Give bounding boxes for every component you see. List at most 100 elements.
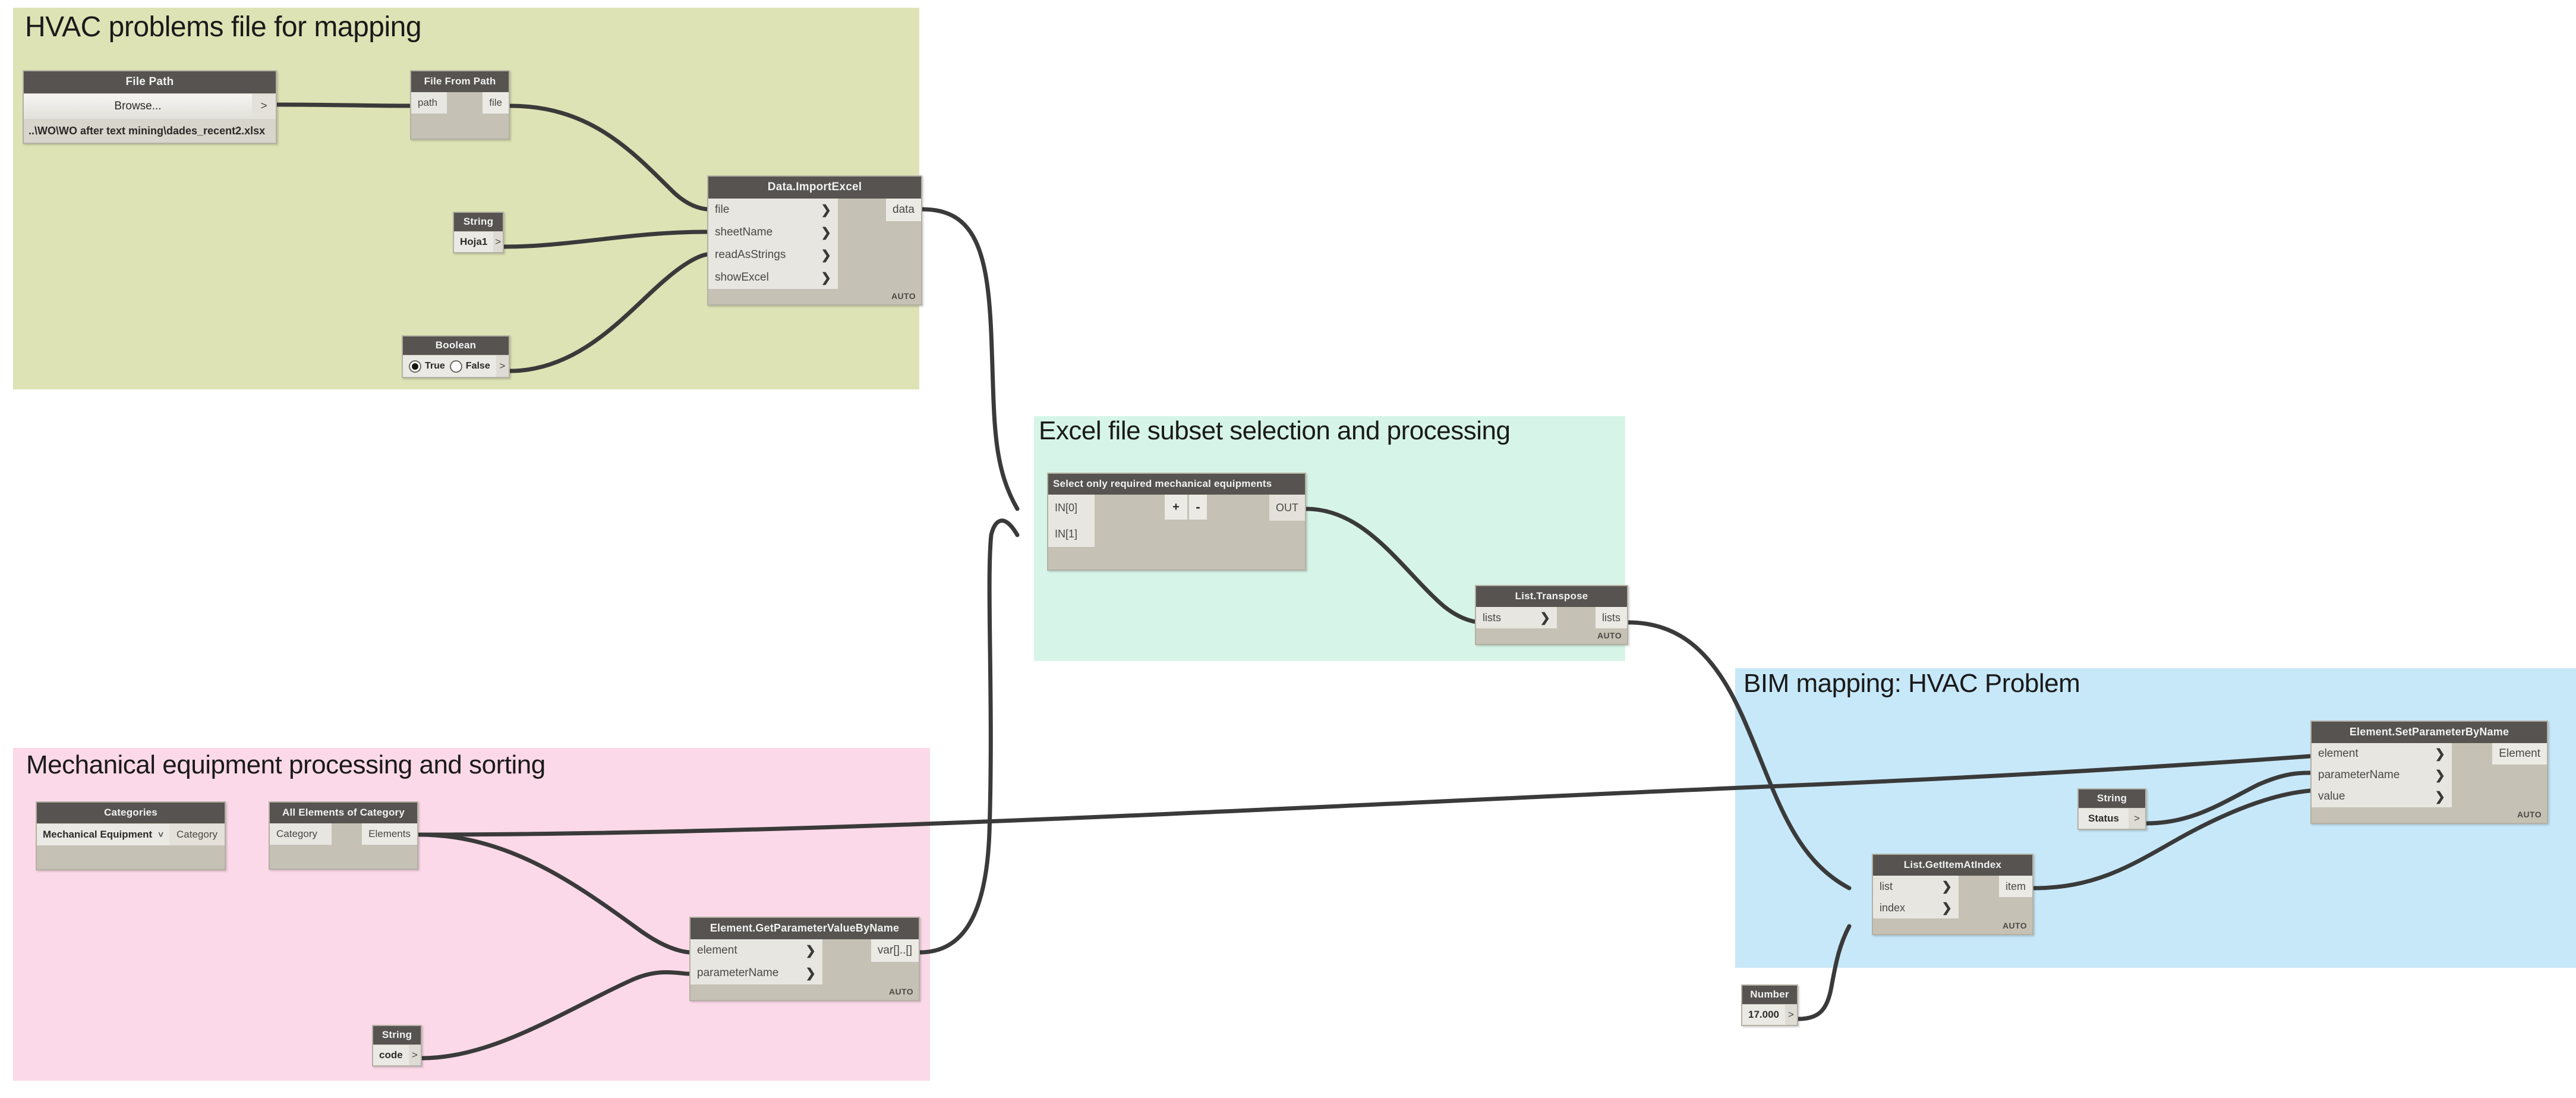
node-footer-auto: AUTO (2002, 921, 2027, 930)
port-out-data[interactable]: data (886, 199, 921, 221)
boolean-true-label: True (425, 361, 445, 371)
group-title-excel-subset: Excel file subset selection and processi… (1039, 416, 1511, 445)
port-in-readasstrings[interactable]: readAsStrings ❯ (708, 244, 838, 266)
chevron-right-icon: ❯ (2435, 747, 2445, 761)
radio-true-icon[interactable] (409, 360, 421, 373)
group-title-mech-equipment: Mechanical equipment processing and sort… (26, 750, 546, 779)
node-string-status[interactable]: String Status > (2077, 788, 2146, 830)
port-out-item[interactable]: item (1998, 876, 2032, 897)
chevron-right-icon: ❯ (821, 248, 831, 262)
string-code-output-port[interactable]: > (408, 1045, 421, 1065)
node-list-getitematindex[interactable]: List.GetItemAtIndex list ❯ item index ❯ … (1872, 854, 2033, 935)
port-in-list[interactable]: list ❯ (1873, 876, 1959, 897)
node-title-file-path: File Path (24, 71, 276, 93)
node-string-sheetname[interactable]: String Hoja1 > (453, 212, 504, 253)
string-sheetname-output-port[interactable]: > (493, 232, 503, 252)
node-string-code[interactable]: String code > (372, 1025, 422, 1066)
node-title-categories: Categories (37, 803, 225, 823)
node-boolean[interactable]: Boolean True False > (402, 335, 510, 378)
port-in-index[interactable]: index ❯ (1873, 897, 1959, 918)
port-in-file-label: file (715, 203, 730, 216)
node-list-transpose[interactable]: List.Transpose lists ❯ lists AUTO (1475, 585, 1628, 645)
port-in-showexcel[interactable]: showExcel ❯ (708, 266, 838, 289)
port-in-category[interactable]: Category (270, 823, 332, 845)
port-in-lists[interactable]: lists ❯ (1476, 607, 1557, 628)
port-in-value[interactable]: value ❯ (2312, 786, 2452, 807)
port-in-parametername-label: parameterName (697, 967, 779, 979)
port-in-element[interactable]: element ❯ (2312, 743, 2452, 764)
port-out-elements[interactable]: Elements (362, 823, 417, 845)
node-title-list-transpose: List.Transpose (1476, 586, 1627, 607)
port-out-var[interactable]: var[]..[] (871, 939, 919, 962)
chevron-right-icon: ❯ (821, 225, 831, 240)
port-out-file[interactable]: file (483, 92, 509, 114)
boolean-options[interactable]: True False (403, 355, 496, 377)
port-in-sheetname[interactable]: sheetName ❯ (708, 221, 838, 244)
boolean-output-port[interactable]: > (496, 355, 509, 377)
string-code-value[interactable]: code (373, 1045, 409, 1065)
node-file-from-path[interactable]: File From Path path file (410, 70, 510, 140)
chevron-down-icon[interactable]: ˅ (158, 829, 164, 840)
port-in-list-label: list (1880, 880, 1893, 892)
node-element-setparameterbyname[interactable]: Element.SetParameterByName element ❯ Ele… (2310, 721, 2548, 824)
port-in-parametername-label: parameterName (2318, 769, 2400, 781)
boolean-option-false[interactable]: False (449, 360, 490, 373)
port-in-path[interactable]: path (411, 92, 447, 114)
port-in-in1[interactable]: IN[1] (1048, 521, 1095, 547)
node-title-select-mech-equipments: Select only required mechanical equipmen… (1048, 474, 1305, 495)
port-in-index-label: index (1880, 901, 1906, 914)
chevron-right-icon: ❯ (821, 203, 831, 217)
port-in-parametername[interactable]: parameterName ❯ (2312, 764, 2452, 786)
node-file-path[interactable]: File Path Browse... > ..\WO\WO after tex… (23, 70, 277, 144)
boolean-false-label: False (465, 361, 490, 371)
node-select-mech-equipments[interactable]: Select only required mechanical equipmen… (1047, 473, 1306, 571)
port-in-sheetname-label: sheetName (715, 226, 773, 238)
file-path-output-port[interactable]: > (252, 94, 276, 119)
remove-input-button[interactable]: - (1189, 495, 1207, 520)
port-out-out[interactable]: OUT (1269, 495, 1305, 521)
node-categories[interactable]: Categories Mechanical Equipment ˅ Catego… (36, 801, 226, 870)
string-status-output-port[interactable]: > (2129, 808, 2145, 829)
port-in-in0[interactable]: IN[0] (1048, 495, 1095, 521)
chevron-right-icon: ❯ (1941, 879, 1952, 893)
group-title-bim-mapping: BIM mapping: HVAC Problem (1743, 669, 2080, 698)
port-in-readasstrings-label: readAsStrings (715, 248, 786, 261)
number-value[interactable]: 17.000 (1742, 1005, 1785, 1025)
add-input-button[interactable]: + (1165, 495, 1187, 520)
categories-dropdown[interactable]: Mechanical Equipment ˅ (37, 824, 170, 845)
port-in-showexcel-label: showExcel (715, 271, 769, 284)
port-in-lists-label: lists (1483, 611, 1501, 624)
node-title-element-setparameterbyname: Element.SetParameterByName (2312, 722, 2547, 743)
chevron-right-icon: ❯ (2435, 768, 2445, 782)
node-title-string-code: String (373, 1026, 421, 1044)
string-status-value[interactable]: Status (2079, 808, 2129, 829)
boolean-option-true[interactable]: True (409, 360, 445, 373)
node-all-elements-of-category[interactable]: All Elements of Category Category Elemen… (269, 801, 418, 870)
port-out-lists[interactable]: lists (1596, 607, 1627, 628)
node-title-element-getparametervaluebyname: Element.GetParameterValueByName (690, 918, 919, 939)
port-out-category[interactable]: Category (169, 824, 225, 845)
node-number[interactable]: Number 17.000 > (1741, 984, 1798, 1026)
browse-button[interactable]: Browse... (24, 94, 252, 119)
categories-selected-value: Mechanical Equipment (43, 829, 153, 840)
node-footer-auto: AUTO (891, 291, 916, 301)
chevron-right-icon: ❯ (821, 270, 831, 285)
port-out-element[interactable]: Element (2492, 743, 2547, 764)
radio-false-icon[interactable] (449, 360, 462, 373)
string-sheetname-value[interactable]: Hoja1 (454, 232, 494, 252)
node-title-number: Number (1742, 986, 1797, 1004)
number-output-port[interactable]: > (1785, 1005, 1797, 1025)
node-data-importexcel[interactable]: Data.ImportExcel file ❯ data sheetName ❯ (707, 175, 922, 306)
chevron-right-icon: ❯ (2435, 789, 2445, 804)
port-in-file[interactable]: file ❯ (708, 199, 838, 221)
port-in-element[interactable]: element ❯ (690, 939, 822, 962)
chevron-right-icon: ❯ (1540, 611, 1550, 625)
node-element-getparametervaluebyname[interactable]: Element.GetParameterValueByName element … (689, 917, 920, 1001)
node-title-all-elements-of-category: All Elements of Category (270, 803, 417, 823)
group-mech-equipment[interactable] (13, 748, 930, 1081)
node-title-boolean: Boolean (403, 336, 509, 355)
port-in-parametername[interactable]: parameterName ❯ (690, 962, 822, 984)
port-in-element-label: element (2318, 747, 2359, 760)
file-path-value: ..\WO\WO after text mining\dades_recent2… (24, 119, 276, 143)
